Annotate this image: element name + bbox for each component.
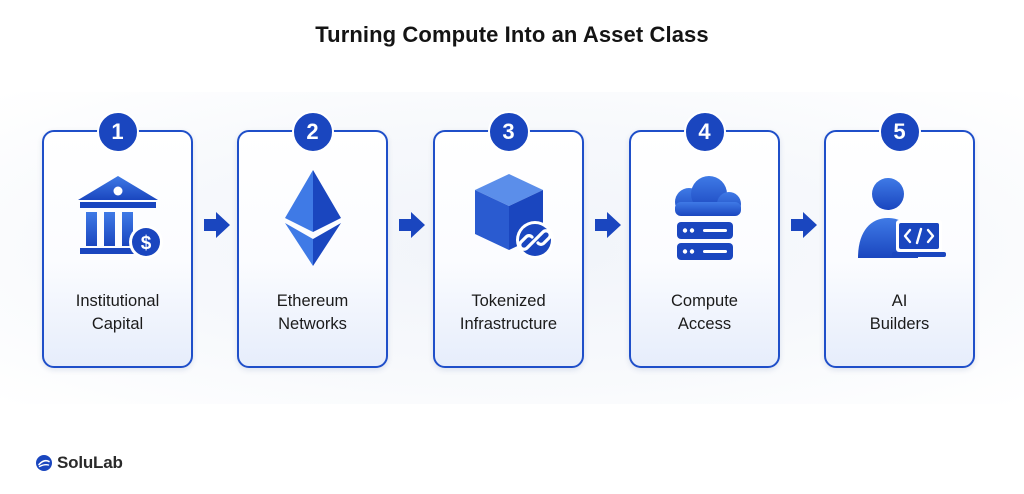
arrow-right-icon — [595, 211, 621, 239]
solulab-logo-icon — [36, 455, 52, 471]
arrow-right-icon — [204, 211, 230, 239]
cube-link-icon — [461, 166, 557, 270]
cloud-server-icon — [657, 166, 753, 270]
step-label: Ethereum Networks — [276, 292, 349, 333]
step-number-badge: 5 — [878, 111, 921, 153]
svg-text:$: $ — [140, 233, 151, 254]
step-number-badge: 2 — [291, 111, 334, 153]
step-card-4: 4 Compute Access — [629, 111, 780, 368]
step-number-badge: 3 — [487, 111, 530, 153]
step-label: Tokenized Infrastructure — [459, 292, 558, 333]
step-number-badge: 1 — [96, 111, 139, 153]
bank-dollar-icon: $ — [70, 166, 166, 270]
step-number-badge: 4 — [683, 111, 726, 153]
step-label: Institutional Capital — [75, 292, 160, 333]
step-card-2: 2 Ethereum Networks — [237, 111, 388, 368]
solulab-logo: SoluLab — [36, 452, 123, 474]
arrow-right-icon — [399, 211, 425, 239]
step-label: AI Builders — [869, 292, 930, 333]
step-label: Compute Access — [671, 292, 738, 333]
arrow-right-icon — [791, 211, 817, 239]
step-card-1: 1 $ Institutional Capital — [42, 111, 193, 368]
brand-name: SoluLab — [57, 453, 123, 472]
ethereum-icon — [265, 166, 361, 270]
step-card-5: 5 AI Builders — [824, 111, 975, 368]
step-card-3: 3 Tokenized Infrastructure — [433, 111, 584, 368]
diagram-title: Turning Compute Into an Asset Class — [315, 22, 709, 47]
developer-laptop-icon — [852, 166, 948, 270]
